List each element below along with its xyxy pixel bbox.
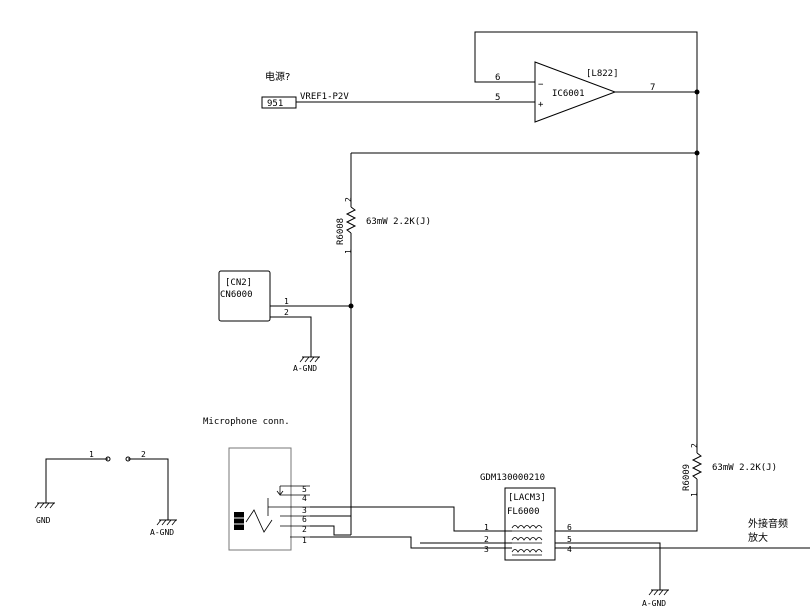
mic-pins <box>268 485 310 538</box>
mic-pin-label: 6 <box>302 515 307 524</box>
r6008-ref-label: R6008 <box>336 218 346 245</box>
mic-pin-label: 3 <box>302 506 307 515</box>
cn6000-type-label: [CN2] <box>225 278 252 288</box>
r6008-pin-bottom: 1 <box>344 249 353 254</box>
opamp-pin-out: 7 <box>650 83 655 93</box>
filter-fl6000 <box>504 487 556 561</box>
r6009-value-label: 63mW 2.2K(J) <box>712 463 777 473</box>
filter-pin-label: 5 <box>567 535 572 544</box>
switch-left-wire <box>45 458 108 503</box>
filter-pin-label: 2 <box>484 535 489 544</box>
mic-pin1-wire <box>310 536 505 549</box>
cn6000-connector <box>218 270 271 322</box>
filter-pin-label: 4 <box>567 545 572 554</box>
agnd-label: A-GND <box>293 364 317 373</box>
r6009-pin-bottom: 1 <box>690 492 699 497</box>
filter-pin-label: 6 <box>567 523 572 532</box>
ground-icon <box>34 502 55 509</box>
switch-right-wire <box>128 458 169 520</box>
mic-pin-label: 2 <box>302 525 307 534</box>
cn6000-ref-label: CN6000 <box>220 290 253 300</box>
filter-type-label: [LACM3] <box>508 493 546 503</box>
switch-contact <box>105 456 111 462</box>
mic-jack-icon <box>234 512 244 530</box>
opamp-feedback-wire <box>474 31 698 92</box>
cn6000-pin2-label: 2 <box>284 308 289 317</box>
mic-pin-label: 5 <box>302 485 307 494</box>
r6008-resistor <box>345 206 357 234</box>
opamp-minus-sign: − <box>538 80 544 90</box>
opamp-ic6001 <box>534 61 617 123</box>
junction-dot <box>694 150 700 156</box>
r6009-ref-label: R6009 <box>682 464 692 491</box>
external-amp-note-line1: 外接音频 <box>748 517 788 530</box>
r6009-pin-top: 2 <box>690 443 699 448</box>
mic-pin-label: 1 <box>302 536 307 545</box>
ground-icon <box>299 356 320 363</box>
switch-pin2-label: 2 <box>141 450 146 459</box>
cn6000-pin2-wire <box>270 316 312 357</box>
power-note: 电源? <box>265 70 290 83</box>
filter-out6-wire <box>555 497 698 532</box>
external-amp-note-line2: 放大 <box>748 531 768 544</box>
opamp-ref-label: IC6001 <box>552 89 585 99</box>
opamp-plus-sign: + <box>538 100 544 110</box>
switch-pin1-label: 1 <box>89 450 94 459</box>
mic-title: Microphone conn. <box>203 417 290 427</box>
gnd-label: GND <box>36 516 51 525</box>
opamp-package-label: [L822] <box>586 69 619 79</box>
r6008-value-label: 63mW 2.2K(J) <box>366 217 431 227</box>
cn6000-pin1-label: 1 <box>284 297 289 306</box>
opamp-pin-inv: 6 <box>495 73 500 83</box>
vref-ref-label: 951 <box>267 99 283 109</box>
ground-icon <box>156 519 177 526</box>
opamp-pin-noninv: 5 <box>495 93 500 103</box>
ground-icon <box>648 589 669 596</box>
agnd-label: A-GND <box>150 528 174 537</box>
r6008-pin-top: 2 <box>344 197 353 202</box>
mic-pin3-wire <box>310 506 505 532</box>
filter-ref-label: FL6000 <box>507 507 540 517</box>
mic-pin2-wire <box>310 525 351 536</box>
r6009-resistor <box>691 452 703 480</box>
filter-coil-icon <box>511 525 543 556</box>
mic-pin-label: 4 <box>302 494 307 503</box>
filter-part-number: GDM130000210 <box>480 473 545 483</box>
filter-pin-label: 3 <box>484 545 489 554</box>
agnd-label: A-GND <box>642 599 666 608</box>
vref-net-label: VREF1-P2V <box>300 92 349 102</box>
filter-out5-wire <box>555 542 661 590</box>
mic-connector-body <box>228 447 292 551</box>
mic-contact-spring <box>245 509 273 533</box>
filter-pin-label: 1 <box>484 523 489 532</box>
